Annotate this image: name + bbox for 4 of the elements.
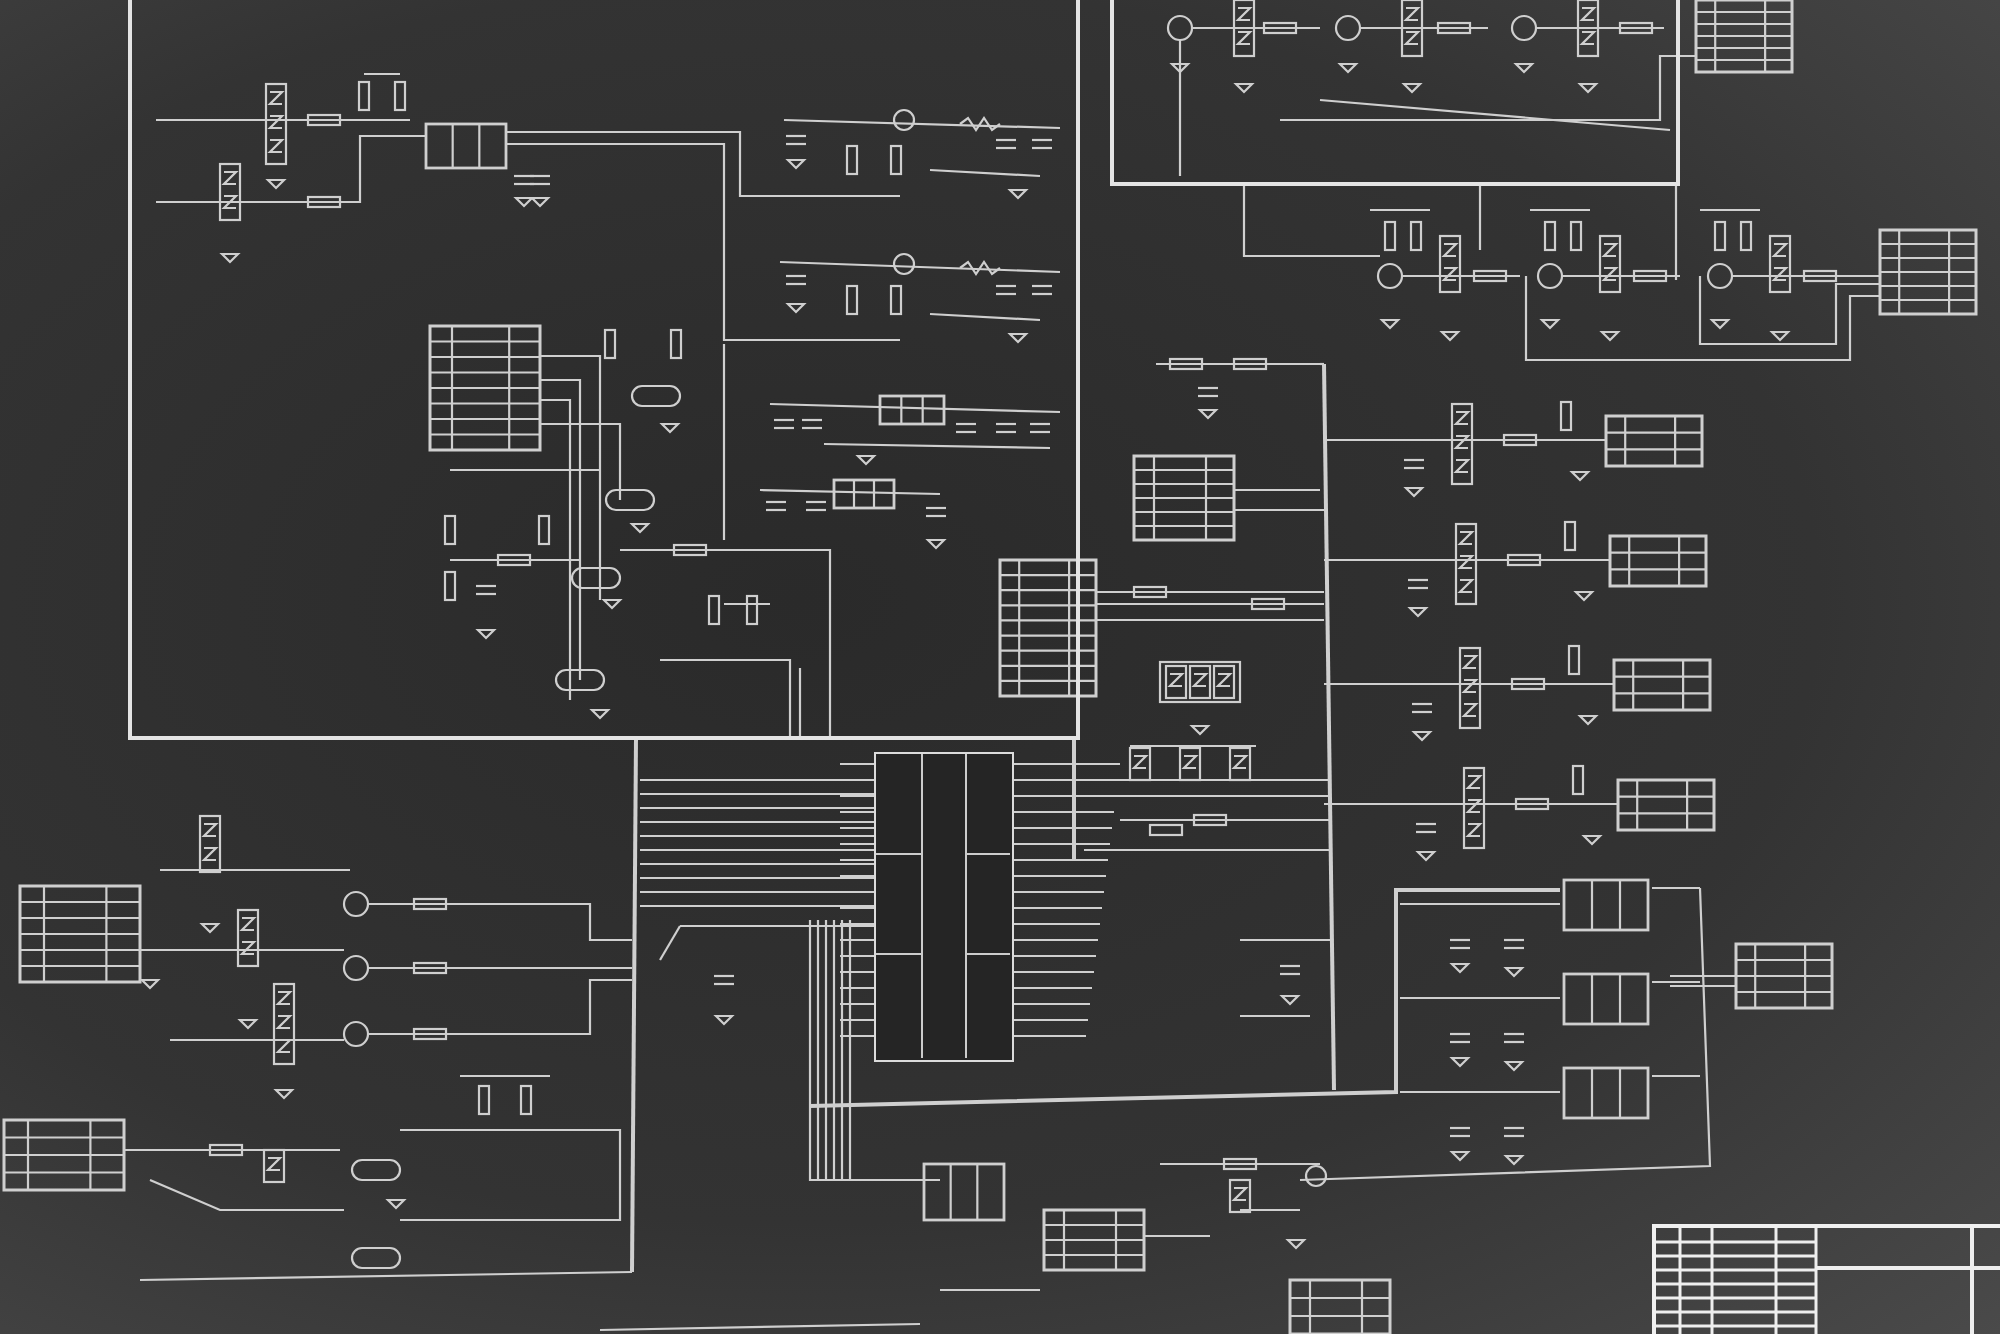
- ic-chip: [874, 752, 1014, 1062]
- circuit-frame: [1110, 0, 1680, 186]
- title-block-table: [1652, 1224, 2000, 1334]
- circuit-frame: [128, 0, 1080, 740]
